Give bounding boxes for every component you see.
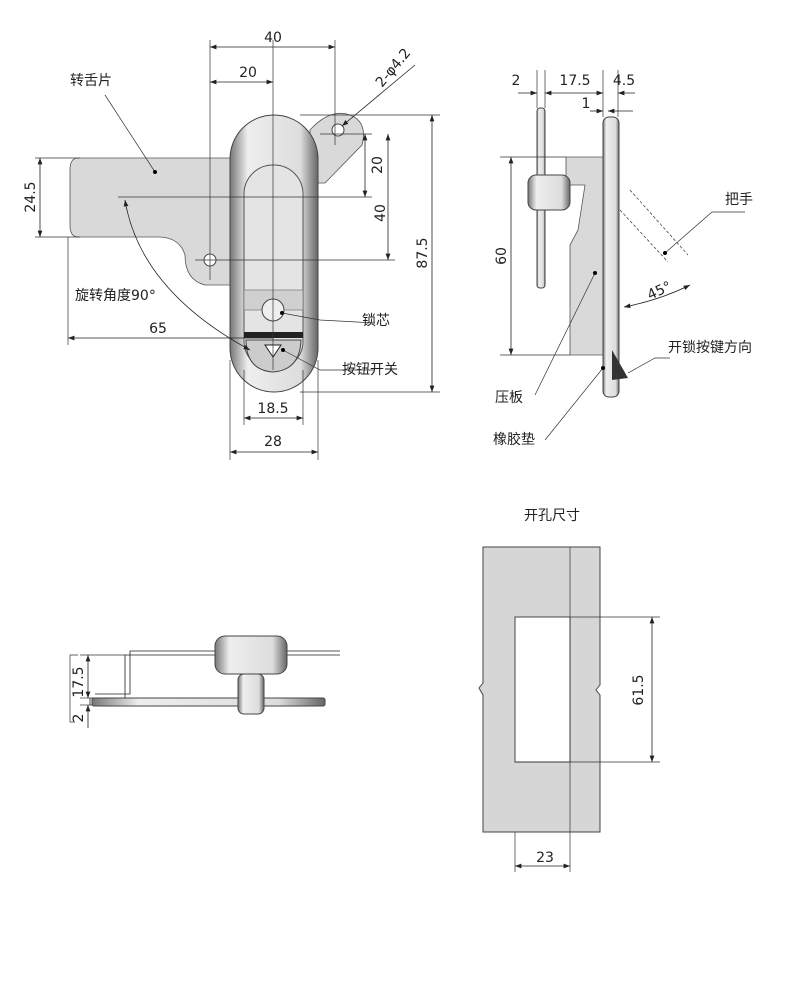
label-button: 按钮开关 xyxy=(342,362,398,378)
dim-87-5: 87.5 xyxy=(415,237,431,268)
handle-slot xyxy=(243,164,304,371)
label-unlock-direction: 开锁按键方向 xyxy=(668,340,752,356)
cutout-view: 开孔尺寸 61.5 23 xyxy=(478,508,660,872)
dim-holes: 2-φ4.2 xyxy=(373,45,414,90)
dim-hole-20: 20 xyxy=(370,156,386,174)
dim-28: 28 xyxy=(264,434,282,450)
cylinder-bottom xyxy=(237,673,265,715)
press-plate xyxy=(565,156,605,356)
lock-cylinder xyxy=(527,174,571,211)
dim-hole-40: 40 xyxy=(373,204,389,222)
dim-17-5-bottom: 17.5 xyxy=(71,666,87,697)
label-handle: 把手 xyxy=(725,192,753,208)
dim-65: 65 xyxy=(149,321,167,337)
tongue-plate-upper xyxy=(309,112,364,184)
dim-half-20: 20 xyxy=(239,65,257,81)
label-press-plate: 压板 xyxy=(495,390,523,406)
dim-4-5: 4.5 xyxy=(613,73,635,89)
dim-18-5: 18.5 xyxy=(257,401,288,417)
bezel xyxy=(602,116,620,398)
dim-17-5: 17.5 xyxy=(559,73,590,89)
label-lock-core: 锁芯 xyxy=(362,313,390,329)
label-rotation: 旋转角度90° xyxy=(75,288,156,304)
dim-60: 60 xyxy=(494,247,510,265)
dim-width-40: 40 xyxy=(264,30,282,46)
dim-2: 2 xyxy=(512,73,521,89)
dim-61-5: 61.5 xyxy=(631,674,647,705)
cutout-hole xyxy=(514,616,571,763)
dim-24-5: 24.5 xyxy=(23,181,39,212)
dim-angle-45: 45° xyxy=(645,279,674,304)
cutout-title: 开孔尺寸 xyxy=(524,508,580,524)
dim-1: 1 xyxy=(582,96,591,112)
label-gasket: 橡胶垫 xyxy=(493,431,535,448)
dim-23: 23 xyxy=(536,850,554,866)
handle-cap xyxy=(214,635,288,675)
dim-2-bottom: 2 xyxy=(71,714,87,723)
bottom-view: 17.5 2 xyxy=(69,635,340,728)
tongue-bottom xyxy=(91,697,326,707)
front-view: 40 20 2-φ4.2 转舌片 24.5 20 40 87.5 旋转角度90°… xyxy=(23,30,440,460)
side-view: 2 17.5 4.5 1 60 45° 把手 开锁按键方向 压板 橡胶垫 xyxy=(493,70,753,448)
label-tongue: 转舌片 xyxy=(70,73,112,89)
